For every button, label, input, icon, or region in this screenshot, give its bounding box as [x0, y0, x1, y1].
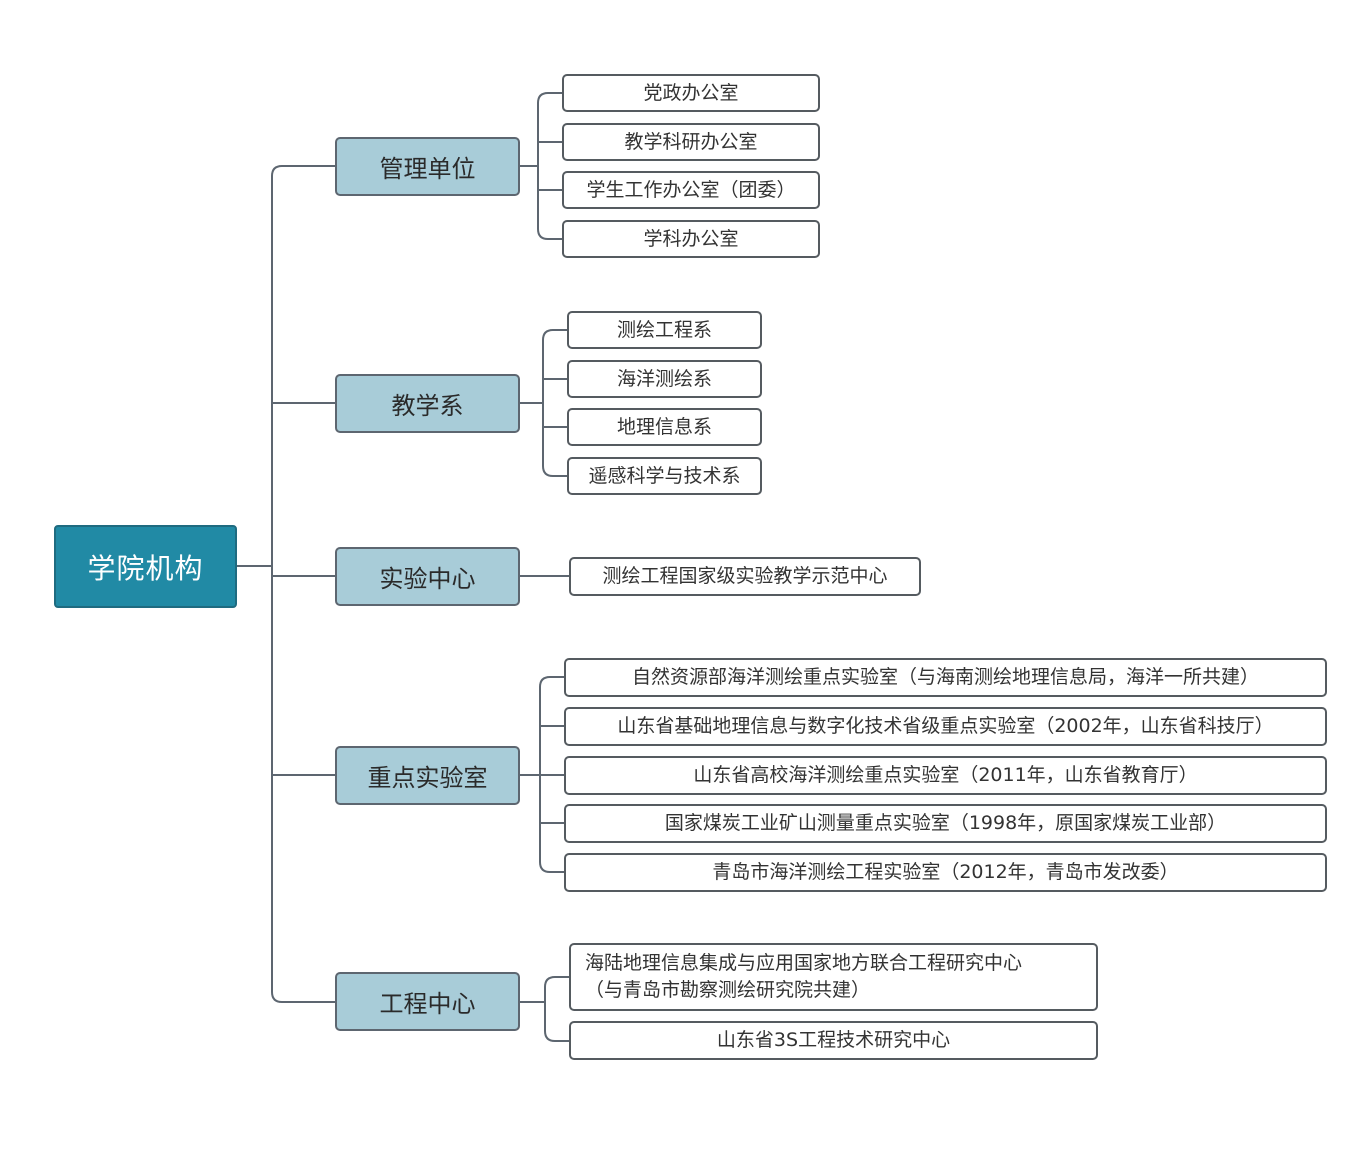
- leaf-engineering-0: 海陆地理信息集成与应用国家地方联合工程研究中心 （与青岛市勘察测绘研究院共建）: [569, 943, 1098, 1011]
- leaf-keylab-2: 山东省高校海洋测绘重点实验室（2011年，山东省教育厅）: [564, 756, 1327, 795]
- leaf-teaching-0: 测绘工程系: [567, 311, 762, 349]
- leaf-management-1: 教学科研办公室: [562, 123, 820, 161]
- category-management-units: 管理单位: [335, 137, 520, 196]
- category-key-laboratories: 重点实验室: [335, 746, 520, 805]
- leaf-keylab-4: 青岛市海洋测绘工程实验室（2012年，青岛市发改委）: [564, 853, 1327, 892]
- leaf-teaching-3: 遥感科学与技术系: [567, 457, 762, 495]
- leaf-keylab-1: 山东省基础地理信息与数字化技术省级重点实验室（2002年，山东省科技厅）: [564, 707, 1327, 746]
- leaf-experiment-0: 测绘工程国家级实验教学示范中心: [569, 557, 921, 596]
- root-node: 学院机构: [54, 525, 237, 608]
- leaf-keylab-3: 国家煤炭工业矿山测量重点实验室（1998年，原国家煤炭工业部）: [564, 804, 1327, 843]
- leaf-management-3: 学科办公室: [562, 220, 820, 258]
- leaf-management-0: 党政办公室: [562, 74, 820, 112]
- leaf-engineering-0-line2: （与青岛市勘察测绘研究院共建）: [585, 979, 871, 1001]
- leaf-engineering-1: 山东省3S工程技术研究中心: [569, 1021, 1098, 1060]
- leaf-management-2: 学生工作办公室（团委）: [562, 171, 820, 209]
- leaf-engineering-0-line1: 海陆地理信息集成与应用国家地方联合工程研究中心: [585, 952, 1023, 974]
- leaf-teaching-1: 海洋测绘系: [567, 360, 762, 398]
- leaf-keylab-0: 自然资源部海洋测绘重点实验室（与海南测绘地理信息局，海洋一所共建）: [564, 658, 1327, 697]
- category-engineering-centers: 工程中心: [335, 972, 520, 1031]
- category-teaching-departments: 教学系: [335, 374, 520, 433]
- category-experiment-center: 实验中心: [335, 547, 520, 606]
- leaf-teaching-2: 地理信息系: [567, 408, 762, 446]
